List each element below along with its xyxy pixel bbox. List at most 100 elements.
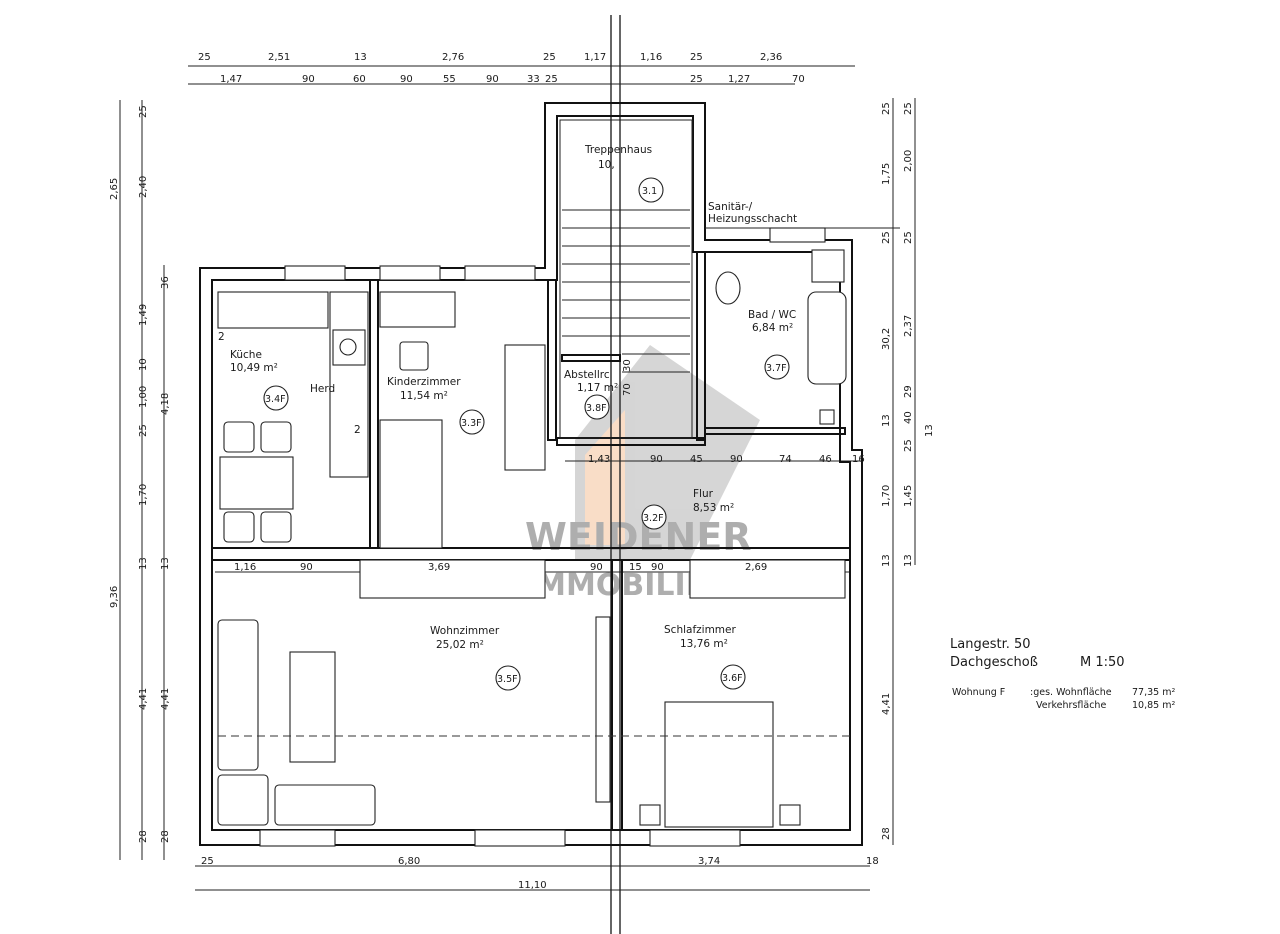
dimension-label: 2,36 [760,52,782,63]
dimension-label: 28 [160,830,171,843]
dimension-label: 90 [650,454,663,465]
floor-name: Dachgeschoß [950,655,1038,670]
dimension-label: 9,36 [109,586,120,608]
dimension-label: 4,41 [881,693,892,715]
shaft-label: Sanitär-/ [708,201,753,213]
room-name: Bad / WC [748,309,796,321]
dimension-label: 2,37 [903,315,914,337]
dimension-label: 25 [198,52,211,63]
dimension-label: 30,2 [881,328,892,350]
dimension-label: 1,70 [138,484,149,506]
dimension-labels: 25 2,51 13 2,76 25 1,17 1,16 25 2,36 1,4… [109,52,935,891]
dimension-label: 2,76 [442,52,464,63]
dimension-label: 13 [138,557,149,570]
kitchen-mark: 2 [218,331,225,343]
dimension-label: 1,43 [588,454,610,465]
dimension-label: 28 [881,827,892,840]
room-badge: 3.2F [643,513,664,524]
dimension-label: 70 [622,383,633,396]
plan-legend: Langestr. 50 Dachgeschoß M 1:50 Wohnung … [950,637,1175,711]
room-badge: 3.1 [642,186,657,197]
dimension-label: 90 [486,74,499,85]
dimension-label: 90 [302,74,315,85]
dimension-label: 45 [690,454,703,465]
unit-name: Wohnung F [952,687,1005,698]
room-area: 13,76 m² [680,638,728,650]
room-badge: 3.3F [461,418,482,429]
dimension-label: 18 [866,856,879,867]
room-area: 25,02 m² [436,639,484,651]
dimension-label: 10 [138,358,149,371]
dimension-label: 36 [160,276,171,289]
dimension-label: 25 [690,74,703,85]
dimension-label: 15 [629,562,642,573]
dimension-label: 4,18 [160,393,171,415]
dimension-label: 2,65 [109,178,120,200]
dimension-label: 11,10 [518,880,547,891]
room-area: 6,84 m² [752,322,793,334]
dimension-label: 1,75 [881,163,892,185]
dimension-label: 13 [160,557,171,570]
dimension-label: 6,80 [398,856,420,867]
dimension-label: 2,40 [138,176,149,198]
room-badge: 3.7F [766,363,787,374]
room-area: 10,49 m² [230,362,278,374]
room-name: Abstellrc [564,369,610,381]
dimension-label: 90 [400,74,413,85]
shaft-label: Heizungsschacht [708,213,797,225]
dimension-label: 1,45 [903,485,914,507]
dimension-label: 25 [903,102,914,115]
traffic-area-label: Verkehrsfläche [1036,700,1106,711]
dimension-label: 90 [590,562,603,573]
dimension-label: 1,16 [234,562,256,573]
dimension-label: 74 [779,454,792,465]
furniture [217,249,847,828]
dimension-label: 1,00 [138,386,149,408]
dimension-label: 25 [138,424,149,437]
dimension-label: 25 [545,74,558,85]
dimension-label: 2,00 [903,150,914,172]
dimension-label: 13 [924,424,935,437]
dimension-label: 4,41 [138,688,149,710]
dimension-label: 1,16 [640,52,662,63]
watermark-logo: WEIDENER IMMOBILIEN [525,345,760,603]
room-badge: 3.8F [586,403,607,414]
dimension-label: 1,47 [220,74,242,85]
dimension-label: 1,70 [881,485,892,507]
room-name: Kinderzimmer [387,376,461,388]
room-badge: 3.5F [497,674,518,685]
address: Langestr. 50 [950,637,1031,652]
watermark-line1: WEIDENER [525,515,752,559]
dimension-label: 1,49 [138,304,149,326]
room-badge: 3.4F [265,394,286,405]
room-name: Wohnzimmer [430,625,500,637]
dimension-label: 25 [903,439,914,452]
dimension-label: 13 [354,52,367,63]
dimension-label: 25 [690,52,703,63]
room-name: Schlafzimmer [664,624,736,636]
room-badge: 3.6F [722,673,743,684]
dimension-label: 1,27 [728,74,750,85]
room-area: 11,54 m² [400,390,448,402]
dimension-label: 55 [443,74,456,85]
dimension-label: 25 [138,105,149,118]
dimension-label: 25 [903,231,914,244]
dimension-label: 1,17 [584,52,606,63]
scale: M 1:50 [1080,655,1125,670]
dimension-label: 70 [792,74,805,85]
stove-label: Herd [310,383,335,395]
dimension-label: 28 [138,830,149,843]
dimension-label: 30 [622,359,633,372]
dimension-label: 3,74 [698,856,720,867]
dimension-label: 4,41 [160,688,171,710]
room-labels: Treppenhaus 10, Küche 10,49 m² Kinderzim… [218,144,797,651]
total-area-label: :ges. Wohnfläche [1030,687,1112,698]
room-name: Flur [693,488,714,500]
dimension-label: 46 [819,454,832,465]
dimension-label: 13 [881,414,892,427]
dimension-label: 3,69 [428,562,450,573]
dimension-label: 33 [527,74,540,85]
dimension-label: 29 [903,385,914,398]
dimension-label: 90 [300,562,313,573]
